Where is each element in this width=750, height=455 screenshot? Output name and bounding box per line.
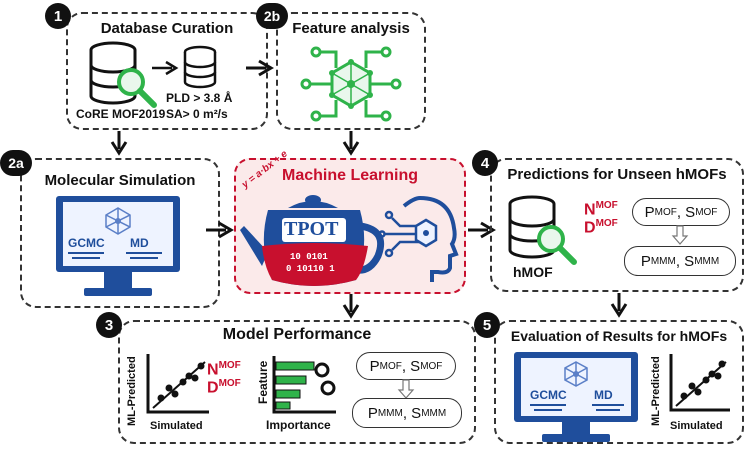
step-badge-3: 3	[96, 312, 122, 338]
s-symbol: S	[684, 252, 695, 270]
comma: ,	[675, 252, 685, 270]
hollow-down-arrow-3	[397, 379, 415, 399]
arrow-right-icon	[152, 60, 179, 76]
molecular-simulation-title: Molecular Simulation	[44, 172, 196, 189]
arrow-2a-to-ml	[206, 221, 234, 239]
evaluation-mof-icon	[564, 361, 588, 387]
arrow-1-to-2b	[246, 59, 274, 77]
feature-analysis-title: Feature analysis	[292, 20, 410, 37]
comma: ,	[401, 357, 411, 375]
p-superscript: MMM	[377, 407, 403, 419]
gcmc-label: GCMC	[68, 236, 105, 250]
arrow-2b-to-ml	[342, 131, 360, 156]
evaluation-box	[494, 320, 744, 444]
teapot-icon	[240, 195, 385, 286]
evaluation-parity-plot-icon	[669, 354, 730, 412]
ai-head-icon	[378, 196, 459, 282]
d-mof-label-3: DMOF	[207, 378, 241, 397]
evaluation-gcmc-label: GCMC	[530, 388, 567, 402]
feature-axis-label: Feature	[256, 360, 270, 404]
step-badge-5: 5	[474, 312, 500, 338]
p-superscript: MOF	[654, 206, 677, 218]
arrow-1-to-2a	[110, 131, 128, 156]
arrow-ml-to-4	[468, 221, 496, 239]
machine-learning-title: Machine Learning	[281, 167, 419, 184]
s-superscript: MOF	[695, 206, 718, 218]
model-performance-box	[118, 320, 476, 444]
step-badge-2a: 2a	[0, 150, 32, 176]
tpot-label: TPOT	[284, 218, 339, 240]
d-superscript: MOF	[218, 378, 241, 389]
s-superscript: MOF	[420, 360, 443, 372]
importance-axis-label: Importance	[266, 418, 331, 432]
core-mof-label: CoRE MOF2019	[76, 107, 166, 121]
s-superscript: MMM	[421, 407, 447, 419]
model-performance-title: Model Performance	[222, 326, 372, 343]
p-symbol: P	[644, 203, 655, 221]
p-symbol: P	[367, 404, 378, 422]
evaluation-gcmc-lines	[530, 404, 566, 411]
arrow-ml-to-3	[342, 294, 360, 319]
d-symbol: D	[584, 219, 596, 237]
evaluation-title: Evaluation of Results for hMOFs	[510, 328, 728, 344]
feature-importance-icon	[272, 356, 336, 414]
evaluation-ylabel: ML-Predicted	[650, 356, 662, 426]
gcmc-lines	[68, 252, 104, 259]
md-lines	[126, 252, 162, 259]
binary-line-1: 10 0101	[290, 252, 328, 262]
comma: ,	[402, 404, 412, 422]
parity-plot-icon	[146, 354, 209, 414]
d-mof-label-4: DMOF	[584, 218, 618, 237]
step-badge-4: 4	[472, 150, 498, 176]
p-symbol: P	[640, 252, 651, 270]
sa-criterion: SA> 0 m²/s	[166, 107, 228, 121]
arrow-4-to-5	[610, 293, 628, 318]
database-curation-title: Database Curation	[100, 20, 234, 37]
s-superscript: MMM	[694, 255, 720, 267]
molecular-simulation-box	[20, 158, 220, 308]
step-badge-1: 1	[45, 3, 71, 29]
s-symbol: S	[685, 203, 696, 221]
n-mof-label-3: NMOF	[207, 360, 241, 379]
s-symbol: S	[411, 404, 422, 422]
n-symbol: N	[584, 201, 596, 219]
evaluation-md-lines	[592, 404, 624, 411]
n-superscript: MOF	[595, 200, 618, 211]
hollow-down-arrow-4	[671, 225, 689, 245]
predictions-box	[490, 158, 744, 292]
d-symbol: D	[207, 379, 219, 397]
d-superscript: MOF	[595, 218, 618, 229]
magnifier-icon	[117, 68, 157, 108]
p-symbol: P	[369, 357, 380, 375]
md-label: MD	[130, 236, 149, 250]
comma: ,	[676, 203, 686, 221]
feature-analysis-box	[276, 12, 426, 130]
small-database-icon	[183, 45, 217, 89]
predictions-title: Predictions for Unseen hMOFs	[507, 166, 727, 183]
n-mof-label-4: NMOF	[584, 200, 618, 219]
p-superscript: MOF	[379, 360, 402, 372]
hmof-label: hMOF	[513, 264, 553, 280]
evaluation-xlabel: Simulated	[670, 420, 723, 432]
s-symbol: S	[410, 357, 421, 375]
pld-criterion: PLD > 3.8 Å	[166, 91, 233, 105]
n-symbol: N	[207, 361, 219, 379]
evaluation-md-label: MD	[594, 388, 613, 402]
mof-structure-icon	[105, 207, 131, 235]
network-chip-icon	[300, 46, 402, 122]
hmof-magnifier-icon	[537, 225, 577, 265]
binary-line-2: 0 10110 1	[286, 264, 335, 274]
n-superscript: MOF	[218, 360, 241, 371]
step-badge-2b: 2b	[256, 3, 288, 29]
simulated-axis-label: Simulated	[150, 420, 203, 432]
p-superscript: MMM	[650, 255, 676, 267]
ml-predicted-axis-label: ML-Predicted	[126, 356, 138, 426]
